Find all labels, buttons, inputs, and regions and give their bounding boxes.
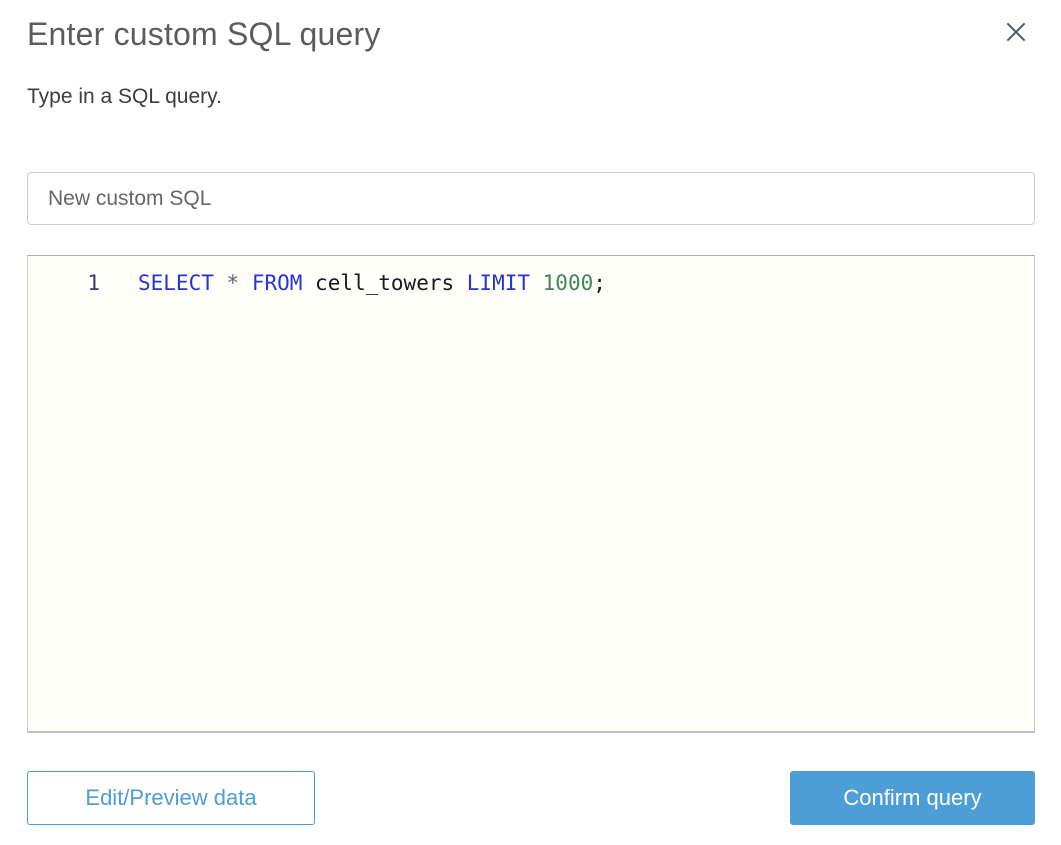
sql-token-keyword: FROM	[251, 271, 303, 295]
sql-token-plain	[530, 271, 543, 295]
close-icon	[1005, 21, 1027, 46]
sql-token-number: 1000	[542, 271, 594, 295]
sql-token-keyword: SELECT	[138, 271, 214, 295]
sql-token-keyword: LIMIT	[466, 271, 530, 295]
sql-token-plain	[214, 271, 227, 295]
code-line: SELECT * FROM cell_towers LIMIT 1000;	[100, 269, 606, 297]
dialog-subtitle: Type in a SQL query.	[27, 85, 222, 108]
sql-token-plain	[239, 271, 252, 295]
sql-token-plain: cell_towers	[302, 271, 467, 295]
sql-token-plain: ;	[593, 271, 606, 295]
edit-preview-data-button[interactable]: Edit/Preview data	[27, 771, 315, 825]
confirm-query-button[interactable]: Confirm query	[790, 771, 1035, 825]
sql-token-operator: *	[226, 271, 240, 295]
dialog-title: Enter custom SQL query	[27, 16, 381, 52]
line-number: 1	[87, 271, 100, 295]
close-button[interactable]	[1003, 20, 1029, 46]
query-name-input[interactable]	[27, 172, 1035, 225]
